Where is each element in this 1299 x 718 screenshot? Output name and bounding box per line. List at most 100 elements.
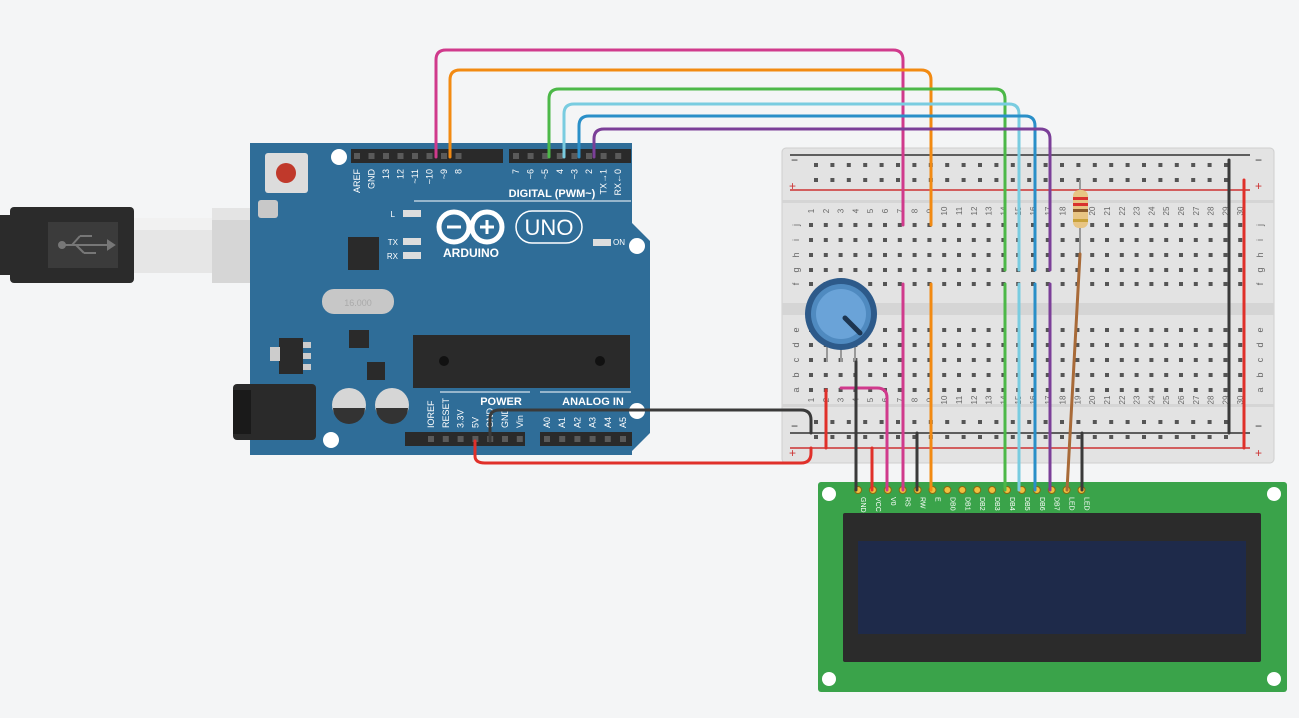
breadboard-hole[interactable]	[1031, 388, 1035, 392]
rail-hole[interactable]	[896, 178, 900, 182]
breadboard-hole[interactable]	[883, 268, 887, 272]
breadboard-hole[interactable]	[927, 388, 932, 392]
breadboard-hole[interactable]	[912, 373, 917, 377]
breadboard-hole[interactable]	[912, 268, 917, 272]
breadboard-hole[interactable]	[897, 358, 902, 362]
breadboard-hole[interactable]	[1208, 373, 1213, 377]
breadboard-hole[interactable]	[1193, 358, 1198, 362]
breadboard-hole[interactable]	[1223, 388, 1228, 392]
breadboard-hole[interactable]	[1045, 282, 1050, 286]
breadboard-hole[interactable]	[986, 343, 991, 347]
breadboard-hole[interactable]	[986, 328, 991, 332]
rail-hole[interactable]	[1158, 435, 1163, 439]
header-pin[interactable]	[502, 436, 508, 442]
breadboard-hole[interactable]	[1193, 238, 1198, 242]
breadboard-hole[interactable]	[957, 268, 961, 272]
breadboard-hole[interactable]	[1060, 238, 1065, 242]
wire-rs[interactable]	[434, 48, 905, 227]
breadboard-hole[interactable]	[957, 328, 961, 332]
breadboard-hole[interactable]	[1105, 373, 1109, 377]
breadboard-hole[interactable]	[971, 343, 976, 347]
breadboard-hole[interactable]	[1075, 343, 1080, 347]
breadboard-hole[interactable]	[1164, 268, 1169, 272]
breadboard-hole[interactable]	[838, 223, 843, 227]
rail-hole[interactable]	[814, 178, 818, 182]
breadboard-hole[interactable]	[912, 253, 917, 257]
rail-hole[interactable]	[1158, 420, 1163, 424]
header-pin[interactable]	[383, 153, 389, 159]
rail-hole[interactable]	[1191, 420, 1196, 424]
rail-hole[interactable]	[1191, 178, 1196, 182]
breadboard-hole[interactable]	[868, 223, 873, 227]
rail-hole[interactable]	[1142, 178, 1146, 182]
breadboard-hole[interactable]	[1105, 253, 1109, 257]
breadboard-hole[interactable]	[809, 343, 813, 347]
breadboard-hole[interactable]	[971, 223, 976, 227]
rail-hole[interactable]	[1092, 435, 1097, 439]
wire-5v[interactable]	[473, 439, 813, 465]
rail-hole[interactable]	[1076, 420, 1081, 424]
rail-hole[interactable]	[863, 178, 868, 182]
resistor[interactable]	[1073, 180, 1088, 254]
rail-hole[interactable]	[1027, 420, 1032, 424]
rail-hole[interactable]	[945, 420, 950, 424]
breadboard-hole[interactable]	[942, 388, 947, 392]
breadboard-hole[interactable]	[1031, 223, 1035, 227]
breadboard-hole[interactable]	[1090, 343, 1095, 347]
breadboard-hole[interactable]	[883, 358, 887, 362]
breadboard-hole[interactable]	[883, 253, 887, 257]
breadboard-hole[interactable]	[942, 253, 947, 257]
breadboard-hole[interactable]	[897, 282, 902, 286]
breadboard-hole[interactable]	[1193, 328, 1198, 332]
breadboard-hole[interactable]	[838, 388, 843, 392]
rail-hole[interactable]	[1224, 178, 1228, 182]
rail-hole[interactable]	[912, 163, 917, 167]
header-pin[interactable]	[472, 436, 479, 442]
rail-hole[interactable]	[1109, 178, 1114, 182]
breadboard-hole[interactable]	[1134, 358, 1139, 362]
breadboard-hole[interactable]	[1193, 373, 1198, 377]
breadboard-hole[interactable]	[809, 268, 813, 272]
rail-hole[interactable]	[912, 420, 917, 424]
breadboard-hole[interactable]	[927, 268, 932, 272]
header-pin[interactable]	[428, 436, 434, 442]
breadboard-hole[interactable]	[1179, 282, 1183, 286]
rail-hole[interactable]	[1174, 420, 1179, 424]
breadboard-hole[interactable]	[1105, 223, 1109, 227]
breadboard-hole[interactable]	[1031, 358, 1035, 362]
breadboard-hole[interactable]	[1238, 388, 1243, 392]
reset-button[interactable]	[265, 153, 308, 193]
rail-hole[interactable]	[1027, 178, 1032, 182]
breadboard-hole[interactable]	[1105, 282, 1109, 286]
breadboard-hole[interactable]	[927, 282, 932, 286]
breadboard-hole[interactable]	[823, 253, 828, 257]
rail-hole[interactable]	[912, 435, 917, 439]
breadboard-hole[interactable]	[971, 358, 976, 362]
breadboard-hole[interactable]	[1119, 223, 1124, 227]
rail-hole[interactable]	[1010, 420, 1015, 424]
breadboard-hole[interactable]	[1208, 358, 1213, 362]
breadboard-hole[interactable]	[1090, 253, 1095, 257]
rail-hole[interactable]	[978, 435, 982, 439]
breadboard-hole[interactable]	[912, 358, 917, 362]
breadboard-hole[interactable]	[868, 253, 873, 257]
wire-gnd[interactable]	[488, 408, 813, 443]
rail-hole[interactable]	[1010, 163, 1015, 167]
breadboard-hole[interactable]	[809, 373, 813, 377]
breadboard-hole[interactable]	[823, 223, 828, 227]
rail-hole[interactable]	[1191, 163, 1196, 167]
breadboard-hole[interactable]	[1075, 358, 1080, 362]
breadboard-hole[interactable]	[942, 358, 947, 362]
breadboard-hole[interactable]	[1149, 328, 1154, 332]
breadboard-hole[interactable]	[1090, 358, 1095, 362]
breadboard-hole[interactable]	[1075, 268, 1080, 272]
breadboard-hole[interactable]	[853, 253, 858, 257]
breadboard-hole[interactable]	[986, 388, 991, 392]
rail-hole[interactable]	[1060, 178, 1064, 182]
rail-hole[interactable]	[961, 178, 966, 182]
breadboard-hole[interactable]	[1238, 238, 1243, 242]
potentiometer-knob[interactable]	[842, 315, 863, 336]
breadboard-hole[interactable]	[868, 343, 873, 347]
breadboard-hole[interactable]	[1238, 373, 1243, 377]
